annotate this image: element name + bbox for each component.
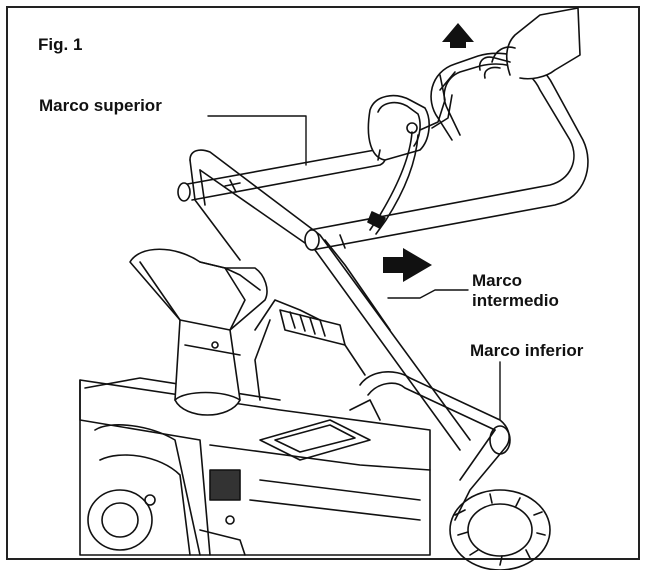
- auger-housing: [79, 377, 431, 556]
- discharge-chute: [129, 248, 268, 416]
- figure-label: Fig. 1: [38, 35, 83, 54]
- cable: [367, 131, 419, 235]
- handle-bar: [304, 52, 589, 251]
- bail-switch: [367, 74, 453, 161]
- lower-frame: [349, 371, 511, 521]
- upper-frame-label: Marco superior: [39, 96, 162, 115]
- chute-crank: [254, 299, 366, 401]
- middle-frame-label-line1: Marco: [472, 271, 523, 290]
- arrow-up-icon: [442, 23, 474, 48]
- middle-frame-label-line2: intermedio: [472, 291, 559, 311]
- hand-icon: [478, 7, 581, 80]
- wheel: [449, 489, 551, 570]
- lower-frame-label: Marco inferior: [470, 341, 584, 360]
- middle-frame-label: Marco intermedio: [472, 271, 559, 312]
- callout-lines: [207, 115, 501, 421]
- arrow-right-icon: [383, 248, 432, 282]
